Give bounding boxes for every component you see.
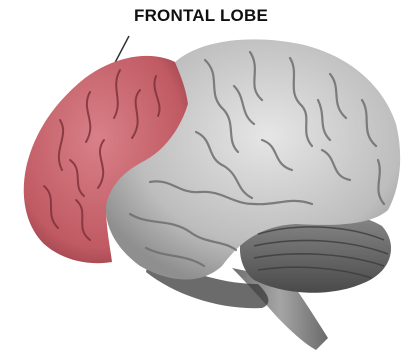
brain-diagram: FRONTAL LOBE [0,0,408,360]
brain-illustration [0,0,408,360]
